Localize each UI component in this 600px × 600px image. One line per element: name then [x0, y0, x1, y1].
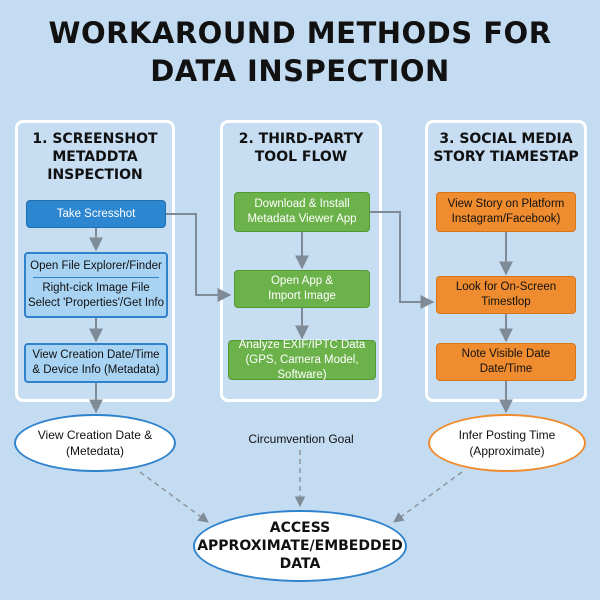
step-take-screenshot: Take Scresshot — [26, 200, 166, 228]
arrow-result3-to-final — [393, 471, 463, 523]
final-access-data: ACCESS APPROXIMATE/EMBEDDED DATA — [193, 510, 407, 582]
step-download-install: Download & Install Metadata Viewer App — [234, 192, 370, 232]
step-divider — [33, 277, 159, 278]
arrow-col2-to-col3 — [370, 211, 435, 309]
step-open-file-explorer: Open File Explorer/Finder Right-cick Ima… — [24, 252, 168, 318]
result-circumvention-goal: Circumvention Goal — [248, 432, 354, 446]
result-view-creation-date: View Creation Date & (Metedata) — [14, 414, 176, 472]
step-open-app: Open App & Import Image — [234, 270, 370, 308]
result-infer-posting-time: Infer Posting Time (Approximate) — [428, 414, 586, 472]
title-line-1: WORKAROUND METHODS FOR — [48, 16, 552, 50]
column-2-title: 2. THIRD-PARTY TOOL FLOW — [238, 131, 364, 165]
step-view-story: View Story on Platform Instagram/Faceboo… — [436, 192, 576, 232]
step-look-for-timestamp: Look for On-Screen Timestlop — [436, 276, 576, 314]
arrow-col1-to-col2 — [166, 213, 232, 302]
step-view-creation-date: View Creation Date/Time & Device Info (M… — [24, 343, 168, 383]
step-analyze-exif: Analyze EXIF/IPTC Data (GPS, Camera Mode… — [228, 339, 376, 381]
diagram-title: WORKAROUND METHODS FOR DATA INSPECTION — [0, 14, 600, 90]
title-line-2: DATA INSPECTION — [150, 54, 450, 88]
step-note-visible-date: Note Visible Date Date/Time — [436, 343, 576, 381]
column-1-title: 1. SCREENSHOT METADDTA INSPECTION — [32, 131, 158, 183]
column-3-title: 3. SOCIAL MEDIA STORY TIAMESTAP — [433, 131, 579, 165]
arrow-result1-to-final — [139, 471, 209, 523]
